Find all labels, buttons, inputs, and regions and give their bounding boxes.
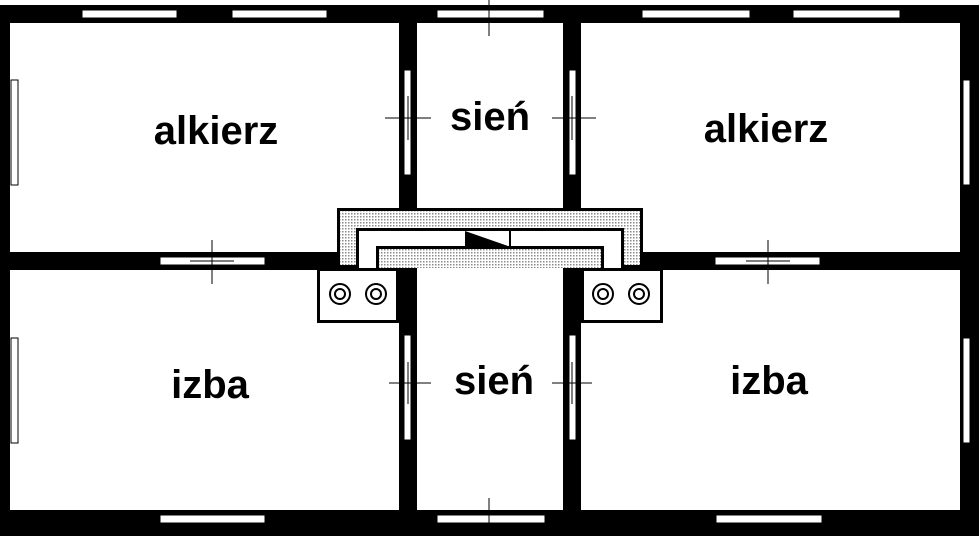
window	[962, 337, 971, 444]
window	[792, 9, 901, 19]
flue-arrow	[465, 231, 508, 246]
room-label-alkierz-left: alkierz	[154, 109, 279, 153]
burner-icon	[628, 283, 650, 305]
window	[10, 79, 19, 186]
room-label-izba-left: izba	[171, 363, 250, 407]
window	[231, 9, 328, 19]
burner-icon	[592, 283, 614, 305]
burner-icon	[365, 283, 387, 305]
window	[436, 9, 545, 19]
door-marks	[190, 0, 790, 536]
window	[10, 337, 19, 444]
window	[641, 9, 751, 19]
room-label-sien-top: sień	[450, 95, 530, 139]
room-label-sien-bottom: sień	[454, 359, 534, 403]
stove-left	[317, 268, 399, 323]
stove-right	[581, 268, 663, 323]
window	[159, 514, 266, 524]
chimney	[337, 208, 643, 268]
window	[962, 79, 971, 186]
room-label-izba-right: izba	[730, 359, 809, 403]
burner-icon	[329, 283, 351, 305]
room-label-alkierz-right: alkierz	[704, 107, 829, 151]
window	[81, 9, 178, 19]
window	[715, 514, 823, 524]
window	[436, 514, 546, 524]
